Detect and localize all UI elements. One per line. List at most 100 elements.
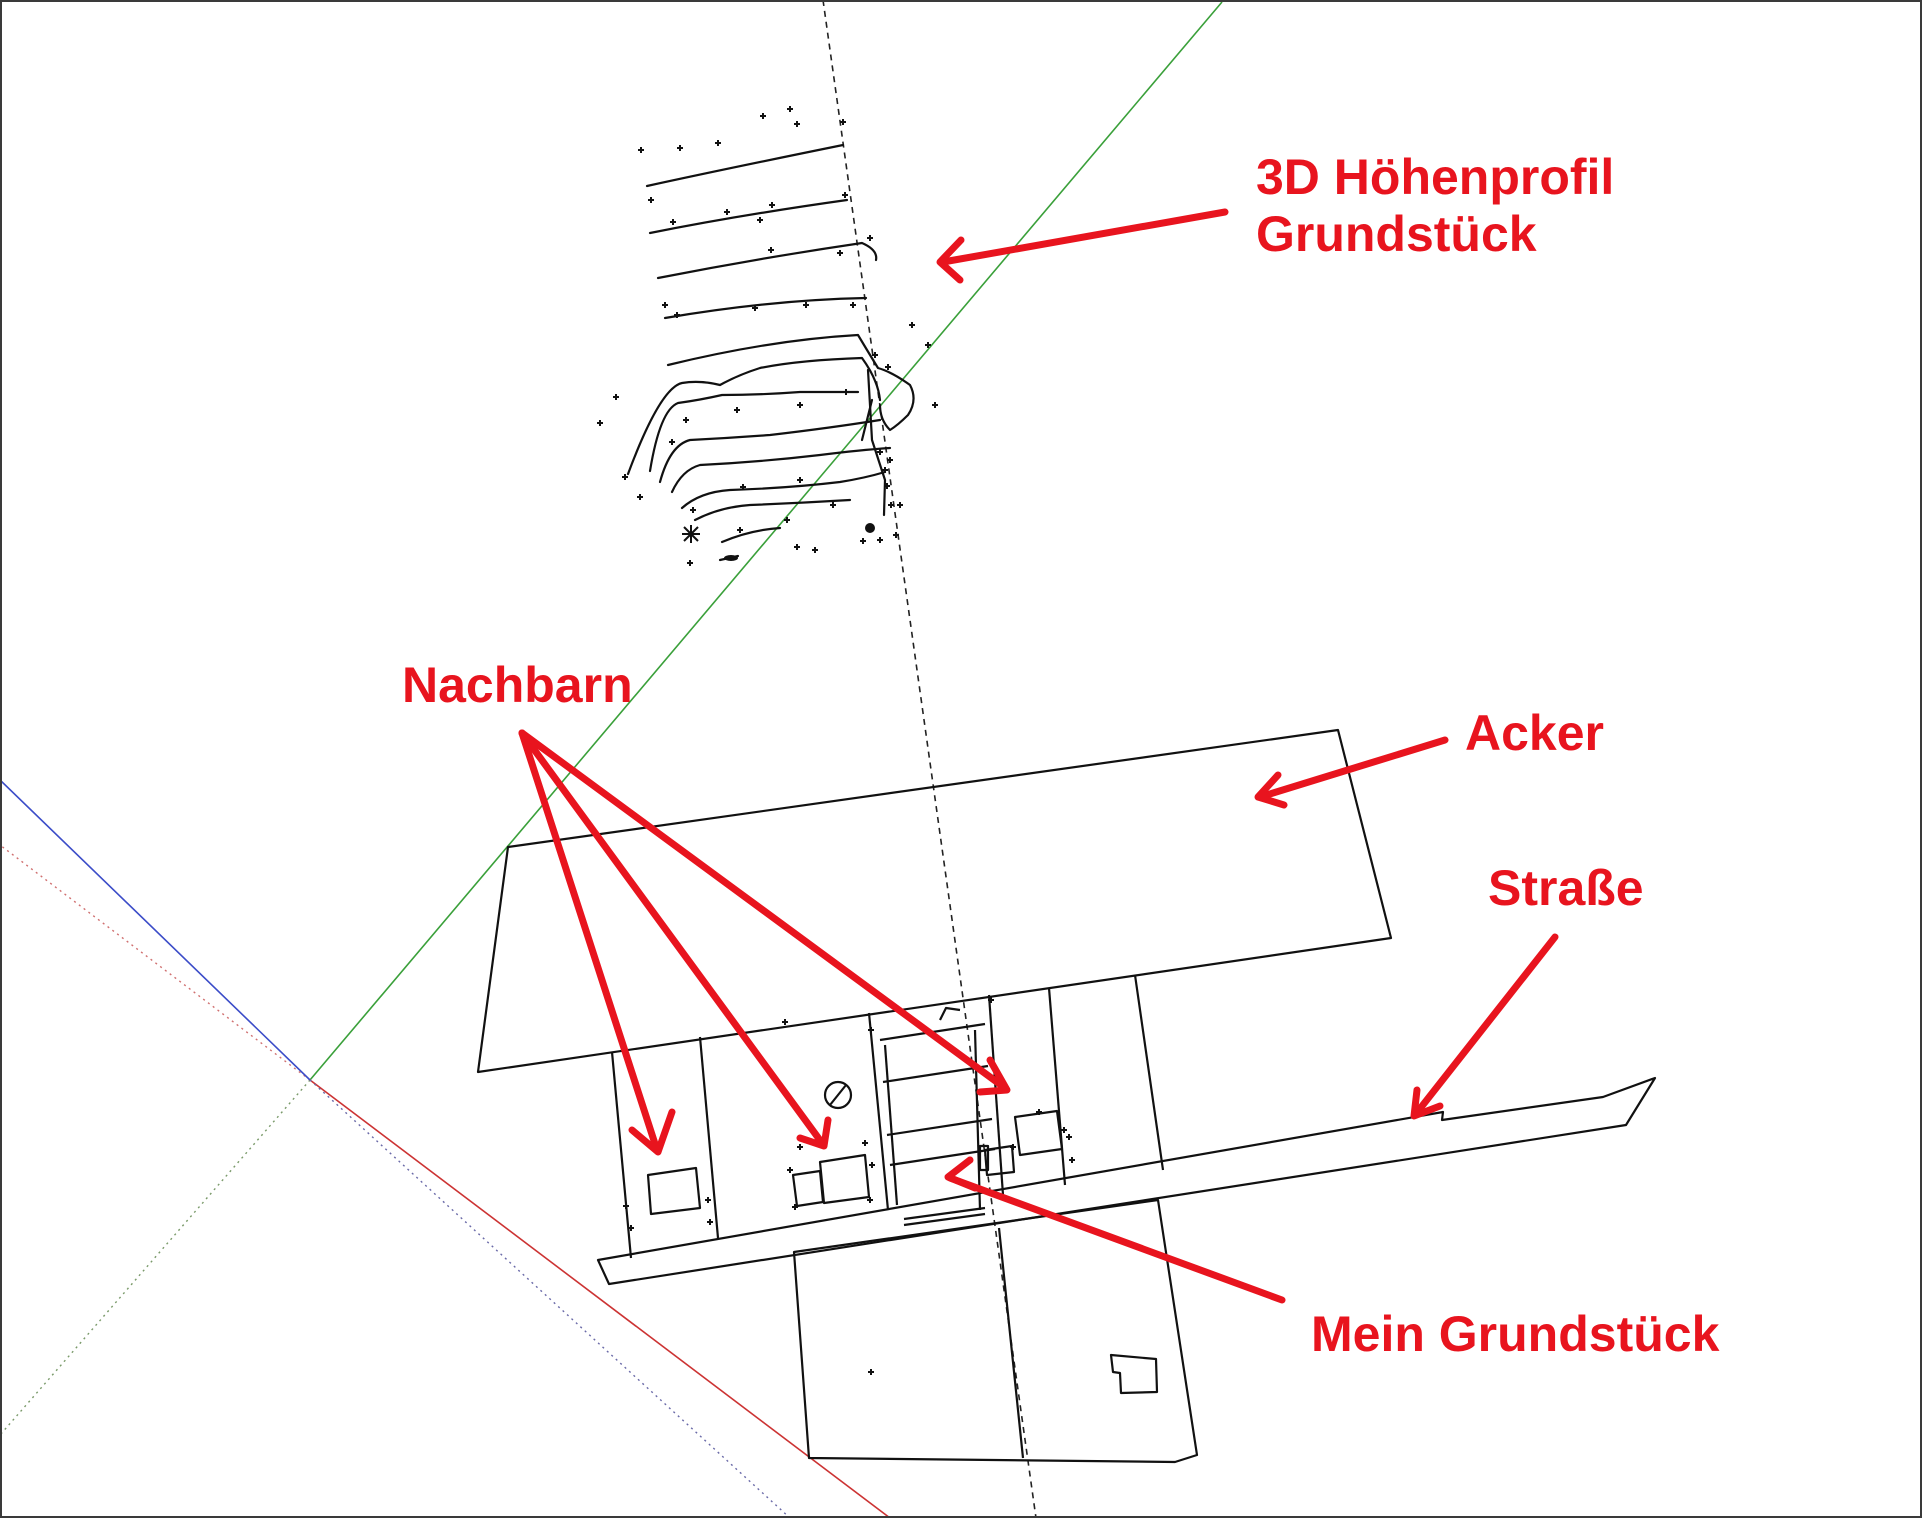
survey-point — [887, 457, 893, 463]
parcel-marker — [792, 1204, 798, 1210]
survey-point — [715, 140, 721, 146]
survey-point — [757, 217, 763, 223]
survey-point — [683, 417, 689, 423]
acker-field — [476, 728, 1393, 1074]
survey-point — [737, 527, 743, 533]
parcel-divider — [1047, 987, 1067, 1186]
arrow-hoehenprofil — [936, 208, 1229, 284]
survey-point — [877, 449, 883, 455]
blue-axis-solid — [0, 779, 311, 1081]
survey-point — [734, 407, 740, 413]
parcel-markers — [623, 997, 1075, 1375]
parcel-marker — [787, 1167, 793, 1173]
survey-point — [837, 250, 843, 256]
neighbor-shed — [983, 1144, 1016, 1177]
survey-point — [597, 420, 603, 426]
parcel-divider — [610, 1051, 633, 1259]
label-nachbarn: Nachbarn — [402, 657, 633, 713]
survey-point — [677, 145, 683, 151]
parcel-marker — [707, 1219, 713, 1225]
model-axes — [0, 1, 1223, 1518]
parcel-marker — [868, 1027, 874, 1033]
arrow-nachbarn-1 — [518, 729, 676, 1156]
parcel-marker — [1061, 1127, 1067, 1133]
parcel-divider — [867, 1012, 890, 1211]
survey-point — [812, 547, 818, 553]
parcel-marker — [869, 1162, 875, 1168]
label-hoehenprofil-line2: Grundstück — [1256, 206, 1537, 262]
survey-point — [648, 197, 654, 203]
survey-point — [850, 302, 856, 308]
circle-symbol-slash — [829, 1084, 847, 1106]
parcel-marker — [1010, 1144, 1016, 1150]
label-hoehenprofil-line1: 3D Höhenprofil — [1256, 149, 1615, 205]
survey-point — [638, 147, 644, 153]
survey-point — [885, 364, 891, 370]
asterisk-marker — [682, 525, 700, 543]
survey-point — [669, 439, 675, 445]
label-mein-grundstueck: Mein Grundstück — [1311, 1306, 1720, 1362]
survey-point — [724, 209, 730, 215]
survey-point — [925, 342, 931, 348]
terrain-contour-lines — [626, 143, 915, 562]
survey-point — [687, 560, 693, 566]
parcel-marker — [797, 1144, 803, 1150]
arrow-mein-grundstueck — [944, 1156, 1286, 1304]
terrain-dash — [724, 555, 738, 561]
neighbor-house-2b — [818, 1153, 871, 1205]
parcel-marker — [867, 1197, 873, 1203]
parcel-marker — [1036, 1109, 1042, 1115]
parcel-marker — [623, 1203, 629, 1209]
arrow-nachbarn-3 — [518, 729, 1011, 1096]
survey-point — [840, 119, 846, 125]
survey-point — [794, 544, 800, 550]
survey-point — [877, 537, 883, 543]
guide-line — [822, 0, 1037, 1518]
survey-point — [797, 402, 803, 408]
parcel-marker — [988, 997, 994, 1003]
survey-point — [888, 502, 894, 508]
street — [596, 1076, 1657, 1286]
label-strasse: Straße — [1488, 860, 1644, 916]
neighbor-house-3 — [1013, 1109, 1064, 1157]
survey-point — [843, 389, 849, 395]
survey-point — [897, 502, 903, 508]
neighbor-house-2 — [791, 1169, 825, 1208]
parcel-divider — [987, 994, 1005, 1196]
parcel-lower — [792, 1198, 1199, 1464]
label-acker: Acker — [1465, 705, 1604, 761]
arrow-acker — [1254, 736, 1449, 809]
survey-point — [884, 483, 890, 489]
site-plan — [476, 728, 1657, 1464]
red-axis-dotted — [0, 844, 311, 1081]
blue-axis-dotted — [309, 1079, 791, 1518]
survey-point — [932, 402, 938, 408]
survey-point — [787, 106, 793, 112]
parcel-marker — [1069, 1157, 1075, 1163]
survey-point — [769, 202, 775, 208]
survey-point — [637, 494, 643, 500]
survey-points — [597, 106, 938, 566]
survey-point — [909, 322, 915, 328]
survey-point — [882, 467, 888, 473]
arrow-strasse — [1410, 933, 1559, 1120]
my-parcel-details — [879, 1006, 996, 1227]
survey-point — [670, 219, 676, 225]
survey-point — [622, 474, 628, 480]
survey-point — [752, 305, 758, 311]
parcel-marker — [862, 1140, 868, 1146]
survey-point — [867, 235, 873, 241]
parcel-lower-divider — [997, 1227, 1025, 1459]
survey-point — [662, 302, 668, 308]
terrain-dot — [865, 523, 875, 533]
annotation-arrows — [518, 208, 1559, 1304]
survey-point — [740, 484, 746, 490]
circle-symbol — [823, 1080, 853, 1110]
neighbor-house-1 — [646, 1166, 702, 1216]
survey-point — [893, 532, 899, 538]
survey-point — [613, 394, 619, 400]
parcel-divider — [1133, 974, 1165, 1171]
survey-point — [830, 502, 836, 508]
green-axis-solid — [309, 1, 1223, 1081]
